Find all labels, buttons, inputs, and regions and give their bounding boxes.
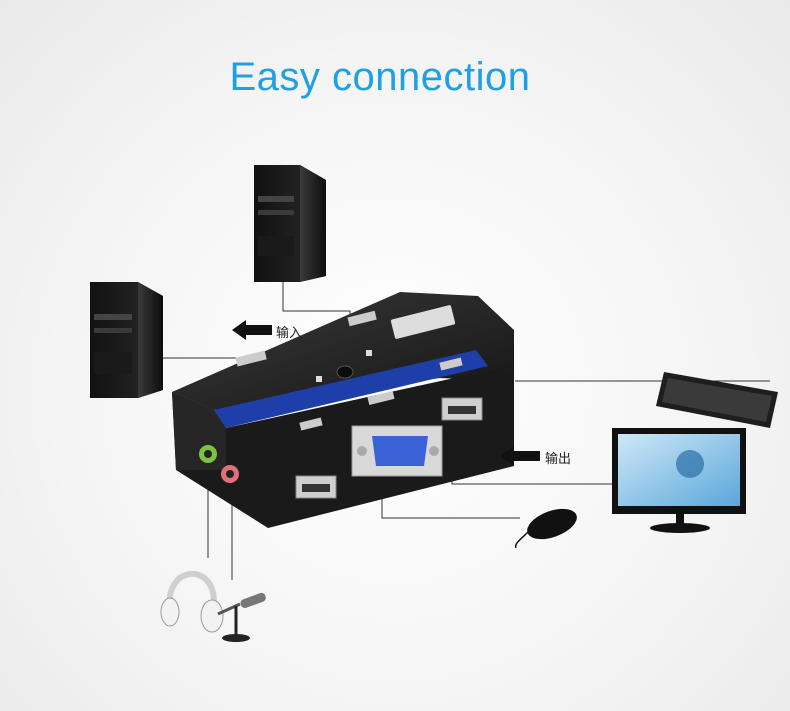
output-arrow-icon [500,446,540,466]
page-title: Easy connection [229,55,531,99]
computer-tower-1-icon [90,282,163,398]
mouse-icon [514,508,577,549]
keyboard-icon [656,372,778,428]
input-arrow-icon [232,320,272,340]
output-label: 输出 [545,452,572,467]
headphones-icon [160,571,224,633]
computer-tower-2-icon [254,165,326,282]
kvm-switch-device [172,292,514,528]
microphone-icon [217,592,266,642]
input-label: 输入 [276,326,303,341]
monitor-icon [612,428,746,533]
